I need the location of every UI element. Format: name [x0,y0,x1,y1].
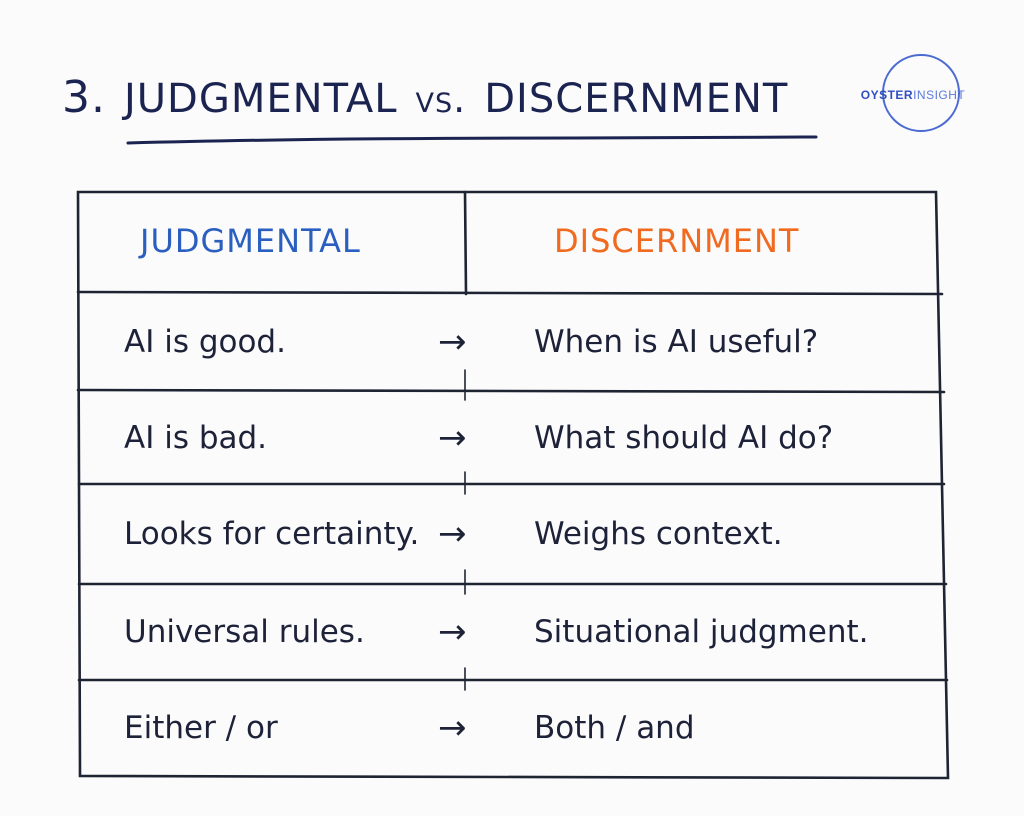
row-judgmental-text: AI is good. [124,324,286,360]
oyster-insight-logo: OYSTERINSIGHT [860,54,966,136]
page-title: 3. Judgmental vs. Discernment [62,72,822,132]
table-row: Universal rules. → Situational judgment. [76,584,950,680]
row-discernment-text: Situational judgment. [534,614,869,650]
title-judgmental: Judgmental [123,76,398,122]
title-underline [126,135,818,145]
row-discernment-text: When is AI useful? [534,324,819,360]
arrow-icon: → [438,418,467,458]
table-row: Either / or → Both / and [76,680,950,776]
row-discernment-text: Both / and [534,710,695,746]
logo-text-insight: INSIGHT [913,88,966,102]
title-discernment: Discernment [484,76,789,122]
arrow-icon: → [438,514,467,554]
header-judgmental: Judgmental [140,222,361,260]
table-row: AI is good. → When is AI useful? [76,294,950,390]
row-discernment-text: What should AI do? [534,420,834,456]
logo-circle-icon [882,54,960,132]
logo-text: OYSTERINSIGHT [860,88,966,102]
comparison-table: Judgmental Discernment AI is good. → Whe… [76,190,950,780]
row-judgmental-text: AI is bad. [124,420,268,456]
table-grid [76,190,950,780]
header-discernment: Discernment [554,222,800,260]
row-judgmental-text: Either / or [124,710,278,746]
row-judgmental-text: Universal rules. [124,614,365,650]
row-discernment-text: Weighs context. [534,516,783,552]
arrow-icon: → [438,322,467,362]
arrow-icon: → [438,708,467,748]
arrow-icon: → [438,612,467,652]
logo-text-oyster: OYSTER [860,88,914,102]
row-judgmental-text: Looks for certainty. [124,516,420,552]
title-vs: vs. [415,77,467,121]
title-number: 3. [62,72,106,123]
table-row: AI is bad. → What should AI do? [76,390,950,486]
table-row: Looks for certainty. → Weighs context. [76,486,950,582]
